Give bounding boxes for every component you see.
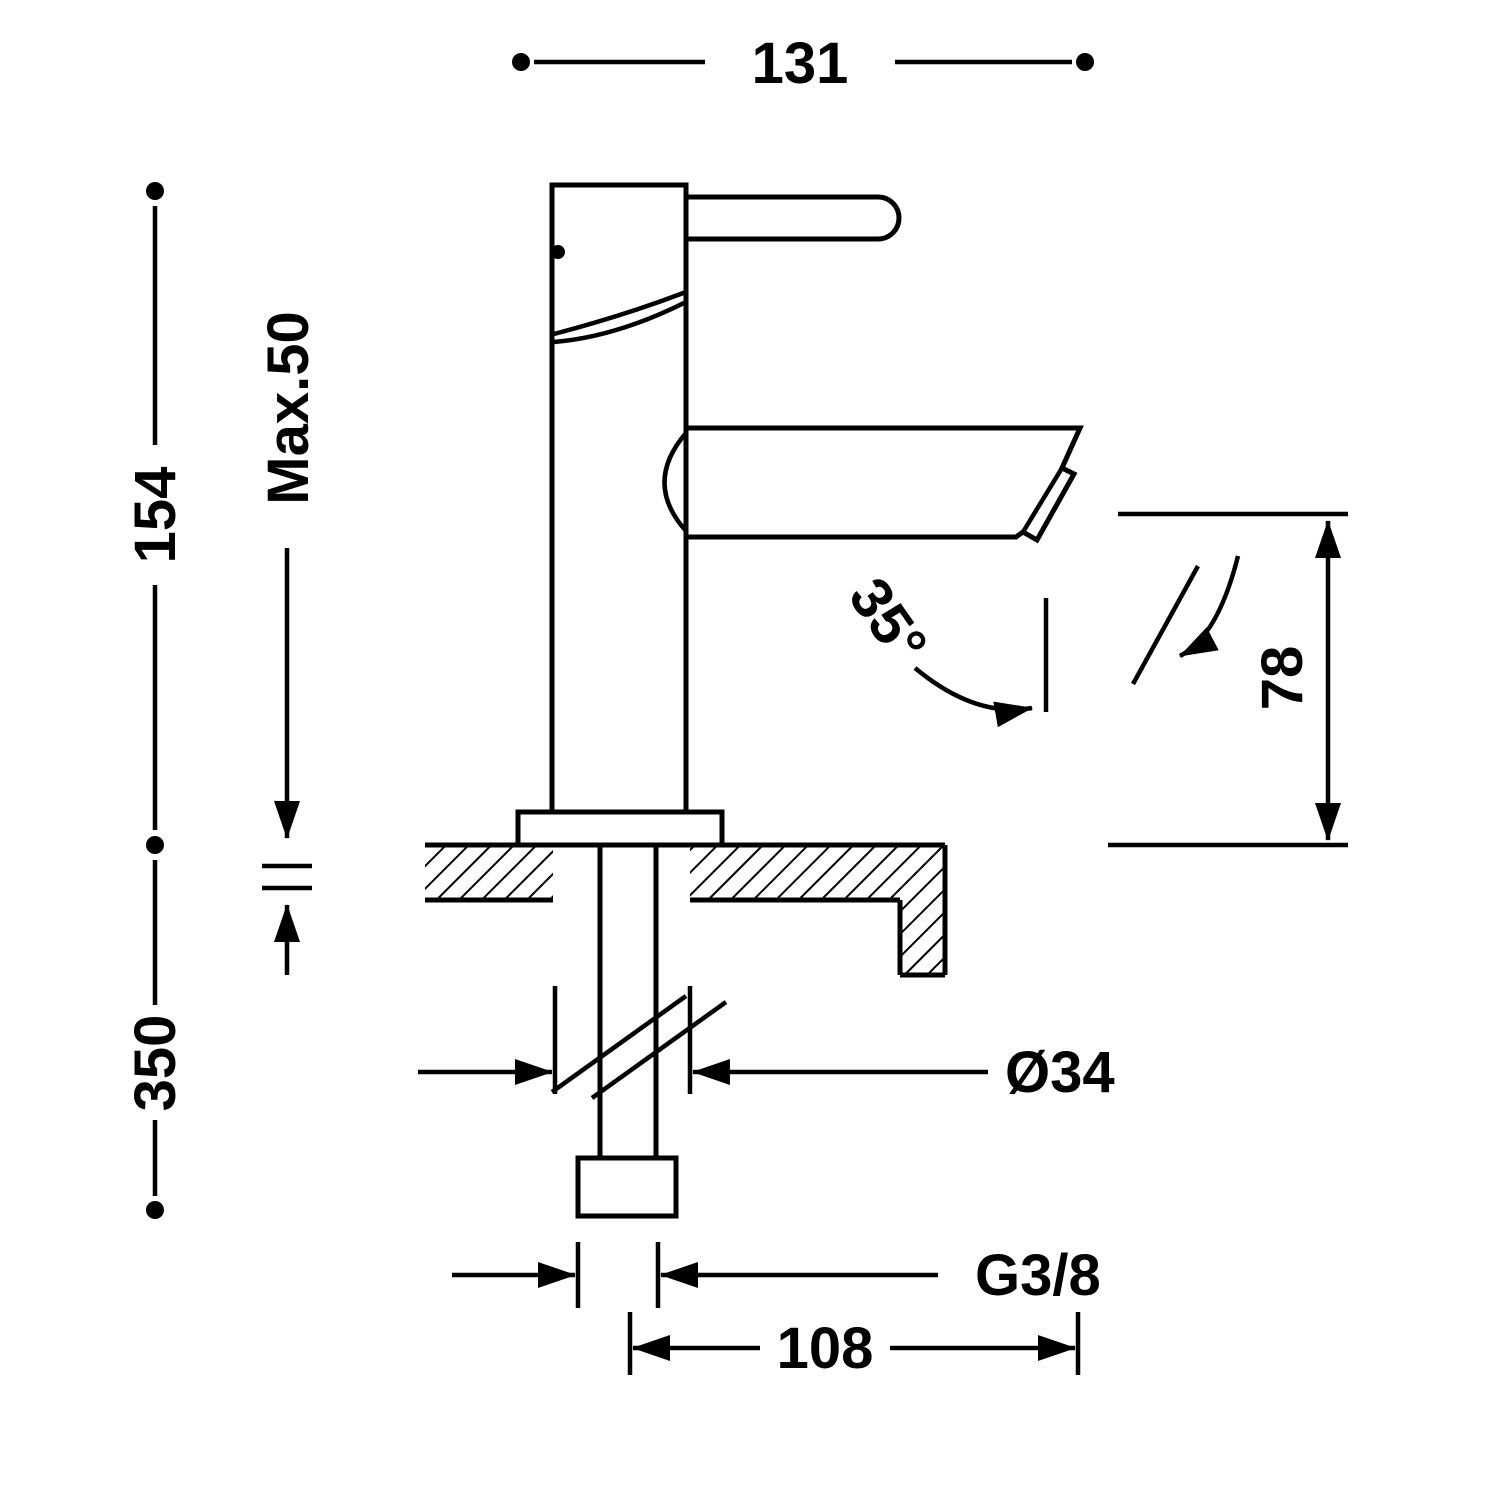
dim-below-deck-label: 350	[123, 1015, 188, 1112]
dim-hole-diameter: Ø34	[418, 986, 1115, 1105]
angle-stream-line	[1131, 564, 1200, 686]
dim-thread-size: G3/8	[452, 1242, 1101, 1308]
dim-max50-label: Max.50	[256, 311, 321, 504]
dim-max-deck-thickness: Max.50	[256, 311, 321, 975]
dim-length-below-deck: 350	[123, 860, 188, 1219]
dim-width-top: 131	[512, 31, 1094, 96]
lever-seam-upper	[553, 289, 687, 337]
extension-lines	[1108, 511, 1348, 848]
counter-hatch-left	[425, 845, 553, 900]
angle-arrow-right	[1178, 555, 1241, 658]
pipe-break-lines	[550, 994, 728, 1100]
dim-height-label: 154	[123, 467, 188, 564]
extension-lines	[627, 1312, 1081, 1375]
lever-handle	[683, 194, 902, 242]
spout	[683, 425, 1084, 544]
lever-seam-lower	[553, 299, 688, 345]
dim-108-label: 108	[777, 1316, 874, 1381]
thickness-break-ticks	[262, 863, 312, 891]
stem-lines	[597, 845, 659, 1158]
spout-body-junction-arc	[662, 431, 688, 533]
dim-height-above-deck: 154	[123, 182, 188, 854]
dim-dot	[146, 836, 164, 854]
dim-spout-reach: 108	[627, 1312, 1081, 1381]
countertop-section	[425, 842, 948, 978]
faucet-outline	[515, 182, 1084, 848]
dim-width-top-label: 131	[752, 31, 849, 96]
counter-outline	[425, 842, 948, 978]
extension-lines	[552, 986, 693, 1094]
dim-spout-height: 78	[1108, 511, 1348, 848]
supply-stem	[550, 845, 728, 1219]
counter-hatch-right	[690, 845, 945, 975]
aerator-line	[1021, 466, 1064, 534]
extension-lines	[575, 1242, 661, 1308]
set-screw-icon	[551, 245, 565, 259]
base-flange	[515, 809, 725, 848]
dim-d34-label: Ø34	[1005, 1040, 1115, 1105]
dim-dot	[1076, 53, 1094, 71]
dim-g38-label: G3/8	[975, 1243, 1101, 1308]
dim-dot	[512, 53, 530, 71]
dim-78-label: 78	[1250, 646, 1315, 711]
dim-dot	[146, 1201, 164, 1219]
dim-dot	[146, 182, 164, 200]
supply-nut	[575, 1155, 679, 1219]
angle-arrow-left	[913, 666, 1033, 728]
